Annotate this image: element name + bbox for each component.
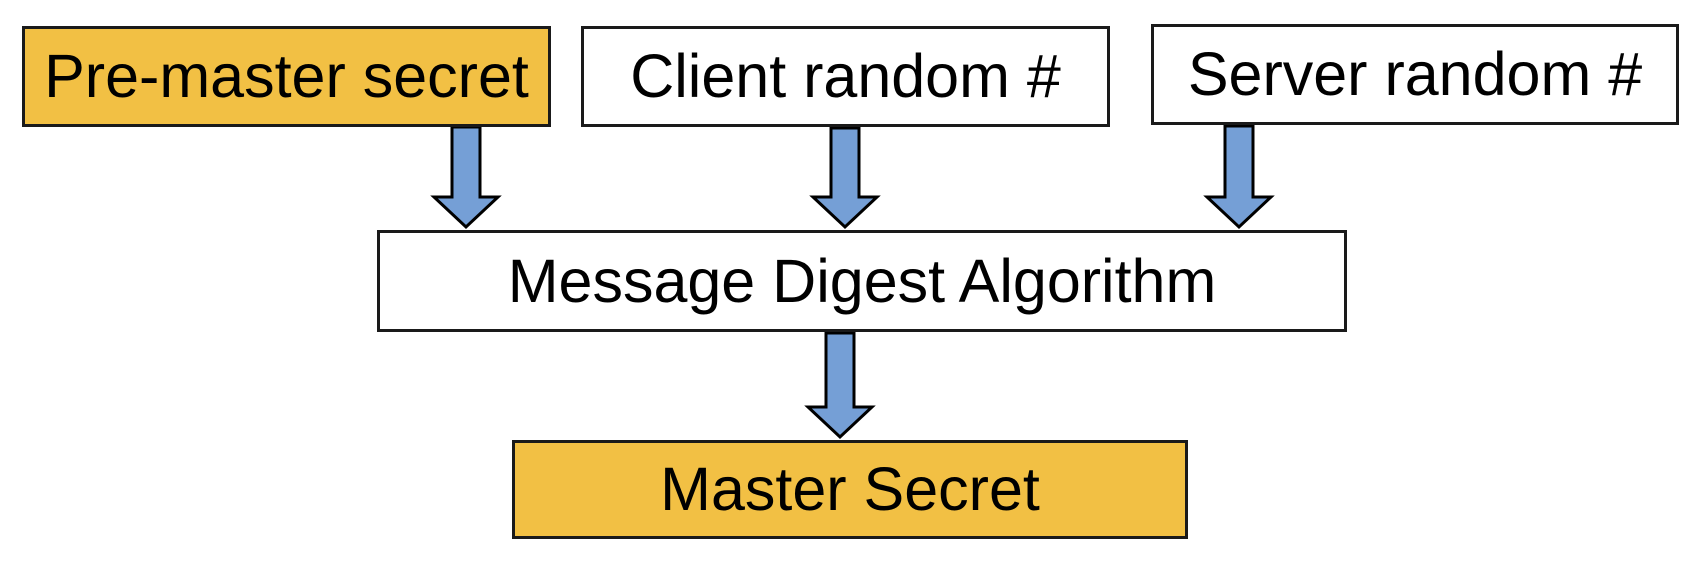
node-server-random-label: Server random # [1187, 40, 1643, 108]
node-client-random-label: Client random # [630, 42, 1061, 110]
arrow-client-random-to-digest [809, 126, 881, 230]
node-pre-master-secret: Pre-master secret [22, 26, 551, 127]
node-server-random: Server random # [1151, 24, 1679, 125]
node-message-digest-algorithm-label: Message Digest Algorithm [507, 246, 1217, 315]
node-master-secret-label: Master Secret [660, 455, 1040, 523]
arrow-digest-to-master [804, 331, 876, 440]
node-message-digest-algorithm: Message Digest Algorithm [377, 230, 1347, 332]
arrow-server-random-to-digest [1203, 124, 1275, 230]
arrow-pre-master-to-digest [430, 125, 502, 230]
node-master-secret: Master Secret [512, 440, 1188, 539]
node-client-random: Client random # [581, 26, 1110, 127]
node-pre-master-secret-label: Pre-master secret [44, 42, 529, 110]
